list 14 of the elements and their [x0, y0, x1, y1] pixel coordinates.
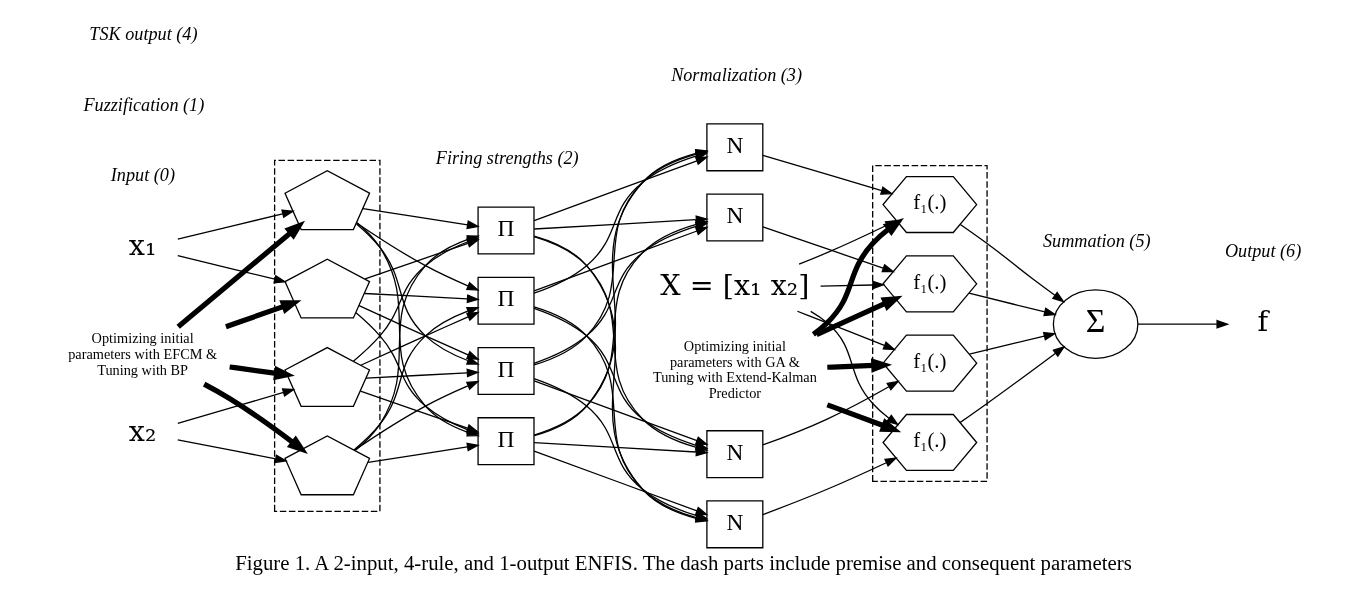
node-text: X = [x₁ x₂]: [660, 268, 810, 303]
label: Fuzzification (1): [83, 94, 205, 115]
label: Input (0): [110, 164, 175, 185]
caption: Figure 1. A 2-input, 4-rule, and 1-output ENFIS. The dash parts include premise and consequent parameters: [235, 550, 1132, 574]
label: Normalization (3): [671, 64, 803, 85]
node-text: Optimizing initial parameters with GA & Tuning with Extend-Kalman Predictor: [652, 338, 817, 401]
label: TSK output (4): [89, 24, 198, 45]
node-text: f: [1257, 304, 1268, 339]
label: Firing strengths (2): [435, 147, 579, 168]
node-text: x₁: [128, 227, 157, 262]
label: Output (6): [1224, 241, 1302, 262]
node-text: Optimizing initial parameters with EFCM & Tuning with BP: [68, 330, 218, 378]
label: Summation (5): [1042, 231, 1151, 252]
node-text: x₂: [128, 413, 157, 448]
